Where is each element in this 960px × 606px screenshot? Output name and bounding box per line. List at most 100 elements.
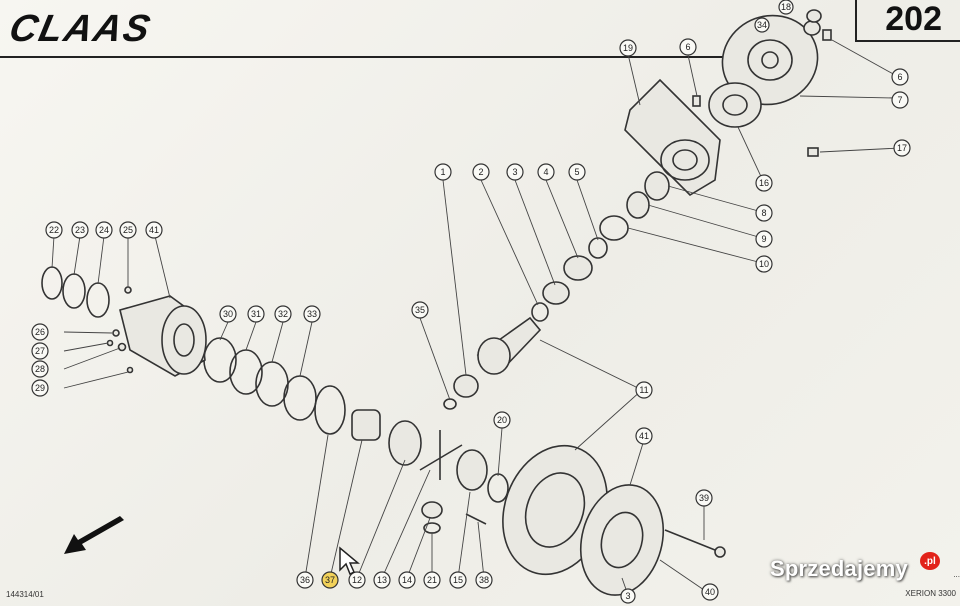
callout-33: 33 xyxy=(303,305,321,323)
svg-text:17: 17 xyxy=(897,143,907,153)
callout-18: 18 xyxy=(778,0,794,15)
part-3-bearing xyxy=(542,281,570,305)
svg-text:4: 4 xyxy=(543,167,548,177)
part-6-bolt-b xyxy=(692,95,701,107)
callout-19: 19 xyxy=(619,39,637,57)
svg-text:28: 28 xyxy=(35,364,45,374)
callout-37: 37 xyxy=(321,571,339,589)
part-16-hub xyxy=(708,82,762,128)
svg-text:30: 30 xyxy=(223,309,233,319)
callout-24: 24 xyxy=(95,221,113,239)
callout-41-left: 41 xyxy=(145,221,163,239)
callout-14: 14 xyxy=(398,571,416,589)
model-reference: ... XERION 3300 xyxy=(905,570,960,598)
part-17-bolt xyxy=(807,147,819,157)
svg-text:23: 23 xyxy=(75,225,85,235)
part-30-shim xyxy=(203,337,237,383)
part-24-ring xyxy=(86,282,110,318)
part-41-diff-housing xyxy=(579,484,665,596)
svg-text:41: 41 xyxy=(149,225,159,235)
svg-text:34: 34 xyxy=(757,20,767,30)
svg-text:3: 3 xyxy=(625,591,630,601)
part-26-plug xyxy=(112,329,120,337)
callout-6-upper: 6 xyxy=(679,38,697,56)
callout-39: 39 xyxy=(695,489,713,507)
svg-text:29: 29 xyxy=(35,383,45,393)
svg-text:39: 39 xyxy=(699,493,709,503)
part-9-bearing xyxy=(626,191,650,219)
part-6-bolt-a xyxy=(822,29,832,41)
callout-9: 9 xyxy=(755,230,773,248)
callout-25: 25 xyxy=(119,221,137,239)
svg-text:6: 6 xyxy=(685,42,690,52)
svg-text:9: 9 xyxy=(761,234,766,244)
callout-30: 30 xyxy=(219,305,237,323)
part-29-pin xyxy=(126,366,134,374)
svg-text:40: 40 xyxy=(705,587,715,597)
part-2-ring xyxy=(531,302,549,322)
part-33-shim xyxy=(283,375,317,421)
svg-text:15: 15 xyxy=(453,575,463,585)
svg-text:5: 5 xyxy=(574,167,579,177)
part-27-screw xyxy=(106,339,114,347)
callout-10: 10 xyxy=(755,255,773,273)
svg-text:14: 14 xyxy=(402,575,412,585)
page-number-box-left xyxy=(855,0,857,42)
part-1-bearing xyxy=(453,374,479,398)
callout-4: 4 xyxy=(537,163,555,181)
callout-15: 15 xyxy=(449,571,467,589)
callout-23: 23 xyxy=(71,221,89,239)
svg-text:22: 22 xyxy=(49,225,59,235)
arrow-down-left-icon xyxy=(64,516,124,554)
callout-3: 3 xyxy=(506,163,524,181)
part-28-plug xyxy=(117,342,127,352)
part-41-left-housing xyxy=(119,295,207,377)
part-37-needle-bearing xyxy=(351,409,381,441)
svg-text:27: 27 xyxy=(35,346,45,356)
mouse-pointer-icon xyxy=(339,546,360,576)
svg-text:1: 1 xyxy=(440,167,445,177)
callout-16: 16 xyxy=(755,174,773,192)
part-5-ring xyxy=(588,237,608,259)
callout-28: 28 xyxy=(31,360,49,378)
svg-text:21: 21 xyxy=(427,575,437,585)
part-14-pinion xyxy=(421,501,443,519)
svg-text:20: 20 xyxy=(497,415,507,425)
page-number-box-bottom xyxy=(855,40,960,42)
part-39-bolt xyxy=(664,529,721,553)
part-12-side-gear xyxy=(388,420,422,466)
part-32-shim xyxy=(255,361,289,407)
callout-20: 20 xyxy=(493,411,511,429)
part-39-bolt-head xyxy=(714,546,726,558)
part-19-bracket xyxy=(624,78,721,197)
callout-27: 27 xyxy=(31,342,49,360)
svg-text:25: 25 xyxy=(123,225,133,235)
svg-text:2: 2 xyxy=(478,167,483,177)
callout-21: 21 xyxy=(423,571,441,589)
callout-2: 2 xyxy=(472,163,490,181)
callout-3-bottom: 3 xyxy=(620,588,636,604)
svg-text:32: 32 xyxy=(278,309,288,319)
header-divider xyxy=(0,56,740,58)
callout-29: 29 xyxy=(31,379,49,397)
part-31-shim xyxy=(229,349,263,395)
svg-text:37: 37 xyxy=(325,575,335,585)
part-15-side-gear xyxy=(456,449,488,491)
callout-41-right: 41 xyxy=(635,427,653,445)
svg-text:38: 38 xyxy=(479,575,489,585)
part-7-disc xyxy=(721,14,819,106)
svg-text:11: 11 xyxy=(639,385,648,395)
part-13-spider xyxy=(419,430,463,480)
svg-text:19: 19 xyxy=(623,43,633,53)
svg-text:31: 31 xyxy=(251,309,261,319)
svg-text:24: 24 xyxy=(99,225,109,235)
callout-35: 35 xyxy=(411,301,429,319)
callout-8: 8 xyxy=(755,204,773,222)
leader-lines xyxy=(51,39,901,596)
svg-text:41: 41 xyxy=(639,431,649,441)
callout-6-right: 6 xyxy=(891,68,909,86)
svg-text:35: 35 xyxy=(415,305,425,315)
svg-text:18: 18 xyxy=(781,2,791,12)
